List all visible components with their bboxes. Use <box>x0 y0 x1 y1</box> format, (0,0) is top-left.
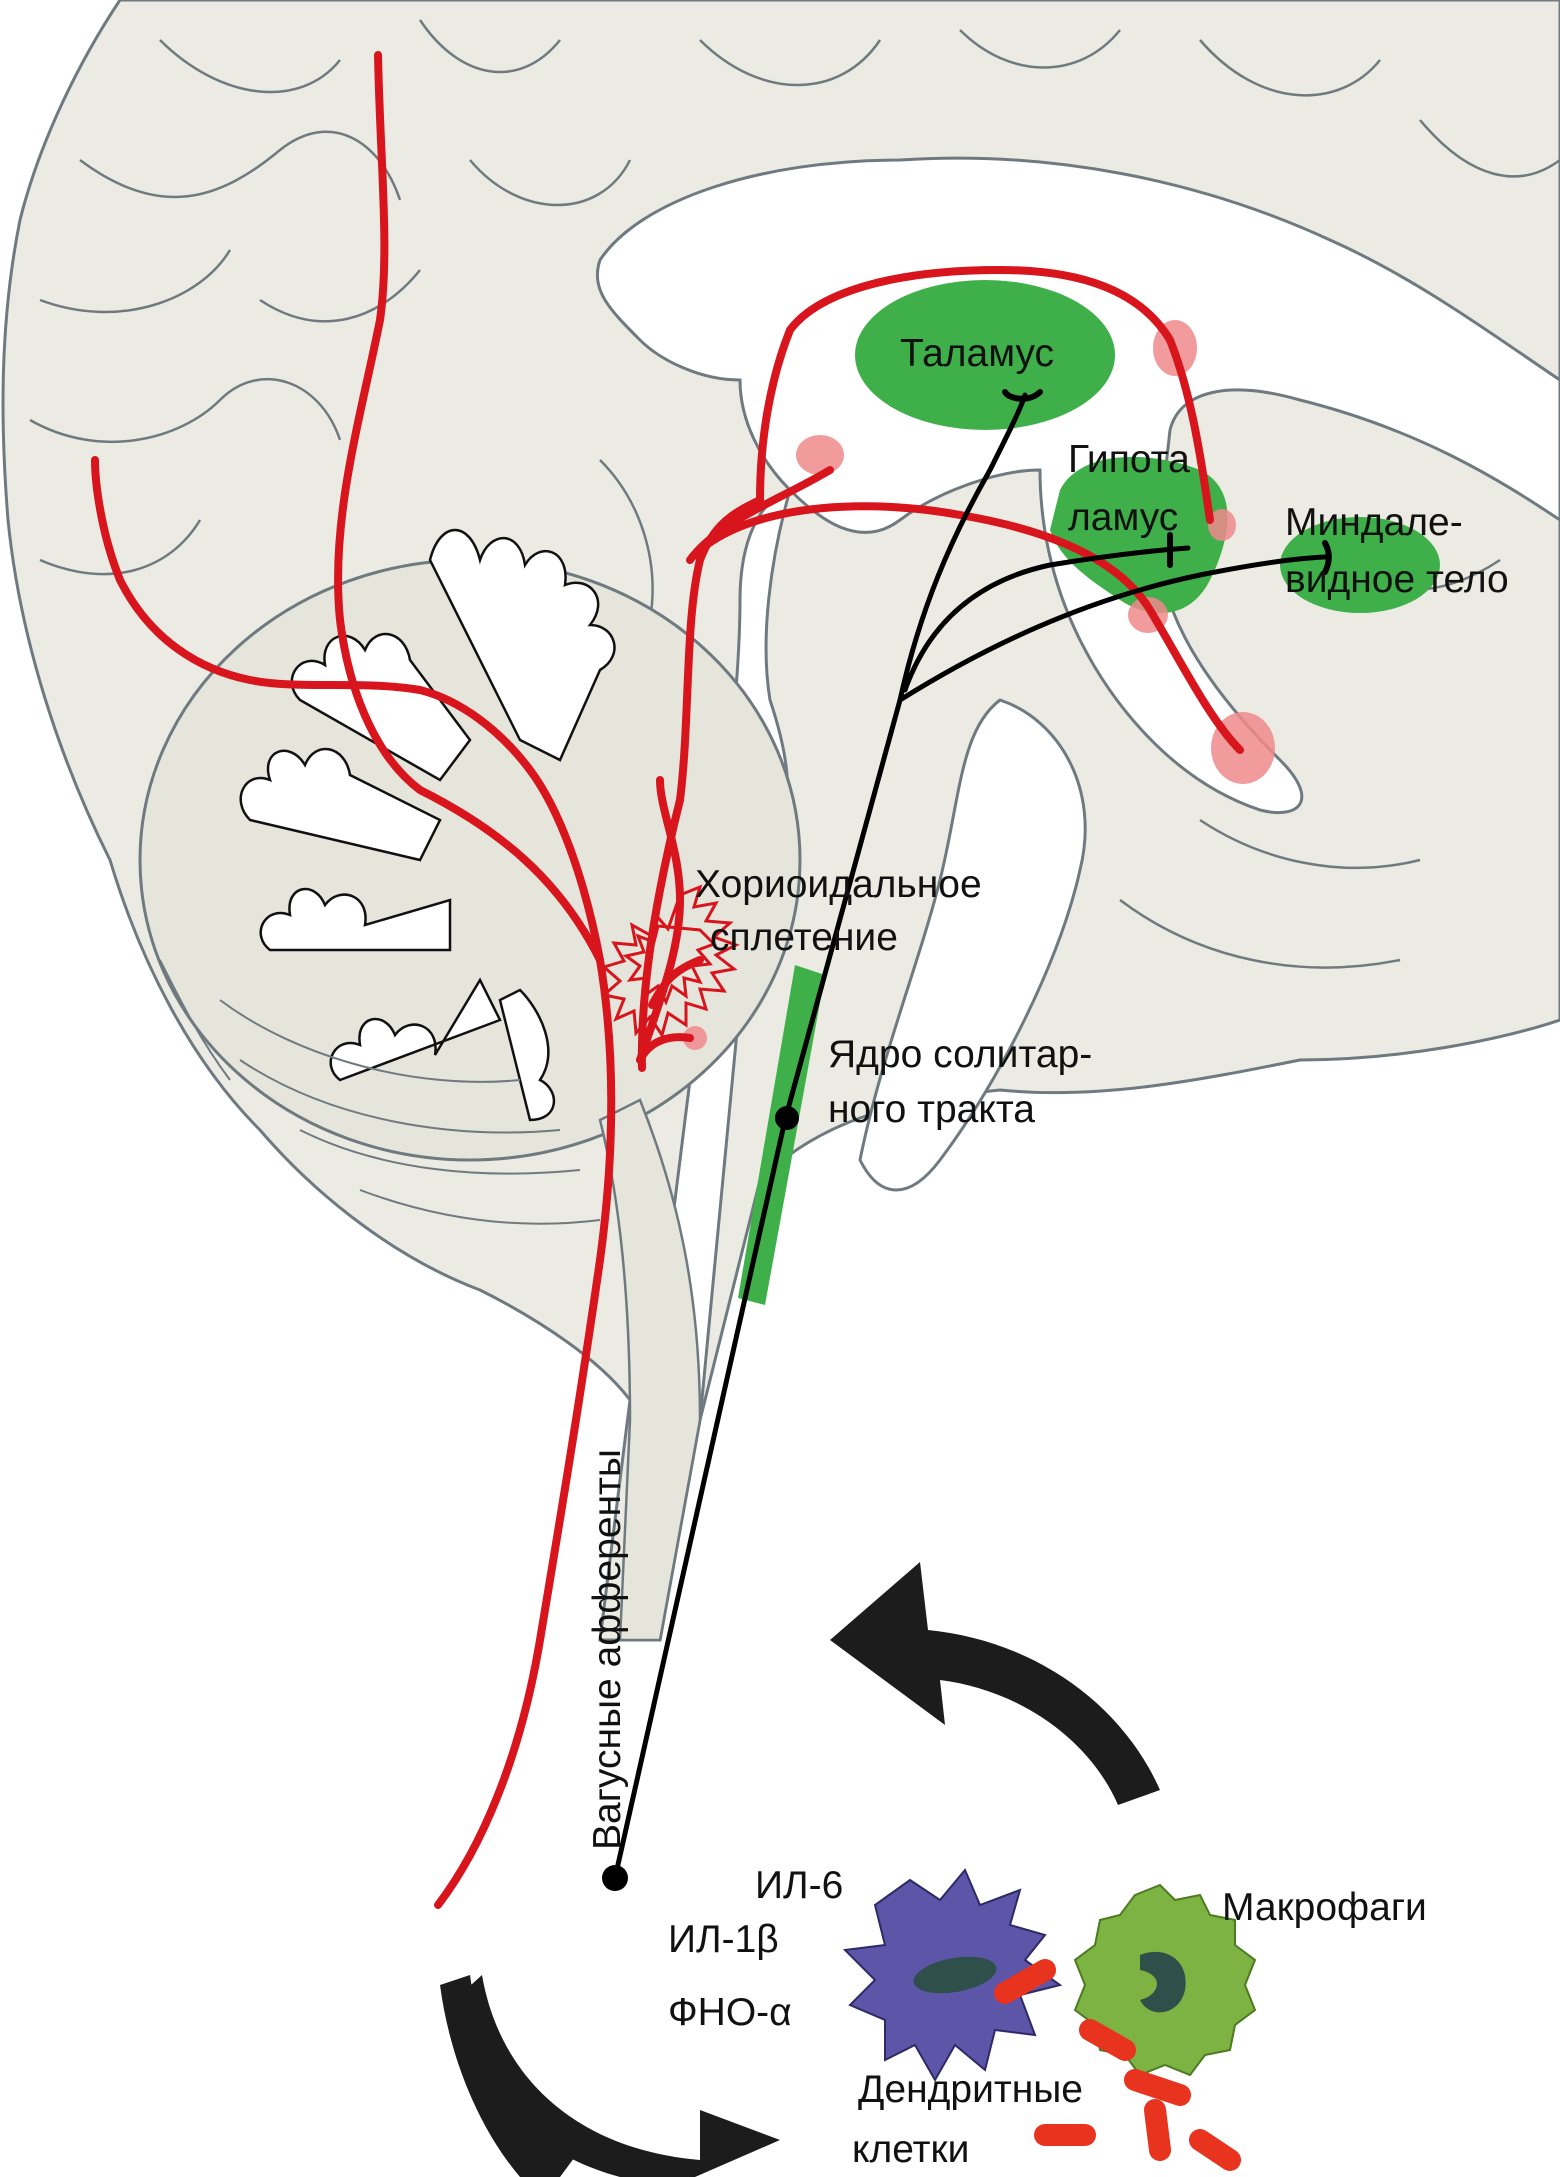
label-macrophages: Макрофаги <box>1222 1886 1427 1929</box>
label-choroid-1: Хориоидальное <box>695 863 982 906</box>
top-cycle-arrow <box>830 1562 1160 1805</box>
label-amygdala-1: Миндале- <box>1285 501 1463 544</box>
vagal-origin-node <box>602 1865 628 1891</box>
cytokines <box>994 1959 1241 2171</box>
label-nts-1: Ядро солитар- <box>828 1033 1092 1076</box>
macrophage <box>1073 1883 1257 2077</box>
cycle-arrows <box>440 1562 1160 2177</box>
label-tnfa: ФНО-α <box>668 1991 792 2034</box>
label-thalamus: Таламус <box>900 332 1054 375</box>
pons-medulla <box>598 1098 702 1642</box>
label-il1b: ИЛ-1β <box>668 1918 779 1961</box>
hypothalamus-region <box>1050 456 1228 614</box>
label-hypothalamus-2: ламус <box>1068 496 1178 539</box>
nts-node <box>775 1106 799 1130</box>
pathways <box>612 389 1332 1881</box>
amygdala-region <box>1280 517 1440 613</box>
label-nts-2: ного тракта <box>828 1088 1035 1131</box>
brain-tissue <box>1 0 1560 1642</box>
label-choroid-2: сплетение <box>710 916 898 959</box>
choroid-plexus <box>600 884 740 1039</box>
dendritic-cell <box>842 1868 1063 2083</box>
label-amygdala-2: видное тело <box>1285 558 1509 601</box>
label-vagal-afferents: Вагусные афференты <box>586 1449 629 1850</box>
vessels <box>91 51 1244 1909</box>
folia-lines <box>159 959 601 1225</box>
fourth-ventricle <box>858 698 1087 1192</box>
thalamus-region <box>855 280 1115 430</box>
label-dendritic-1: Дендритные <box>858 2068 1083 2111</box>
cerebellum <box>138 558 802 1162</box>
label-il6: ИЛ-6 <box>755 1864 843 1907</box>
arbor-vitae <box>239 528 616 1122</box>
label-dendritic-2: клетки <box>852 2128 969 2171</box>
labels: Таламус Гипота ламус Миндале- видное тел… <box>586 332 1509 2171</box>
gyri-lines <box>29 19 1560 969</box>
label-hypothalamus-1: Гипота <box>1068 438 1190 481</box>
